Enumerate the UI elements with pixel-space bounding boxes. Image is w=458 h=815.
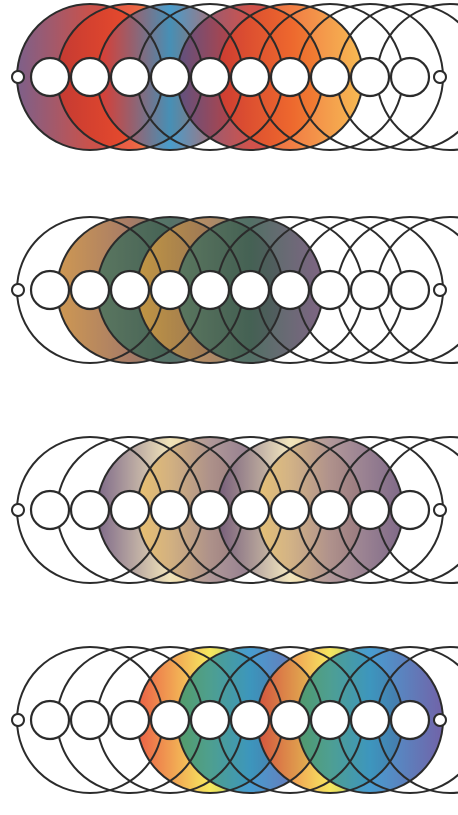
node-circle (311, 701, 349, 739)
node-circle (151, 701, 189, 739)
node-circle (271, 271, 309, 309)
node-circle (231, 271, 269, 309)
node-circle (111, 701, 149, 739)
node-circle (71, 58, 109, 96)
end-dot-right (434, 71, 446, 83)
node-circle (31, 271, 69, 309)
node-circle (351, 271, 389, 309)
node-circle (311, 491, 349, 529)
node-circle (351, 58, 389, 96)
node-circle (71, 701, 109, 739)
node-circle (151, 58, 189, 96)
node-circle (111, 271, 149, 309)
node-circle (351, 491, 389, 529)
node-circle (151, 491, 189, 529)
node-circle (191, 271, 229, 309)
node-circle (231, 491, 269, 529)
node-circle (31, 58, 69, 96)
node-circle (391, 58, 429, 96)
end-dot-left (12, 284, 24, 296)
node-circle (191, 491, 229, 529)
node-circle (31, 701, 69, 739)
node-circle (231, 58, 269, 96)
row-3 (12, 437, 458, 583)
node-circle (311, 58, 349, 96)
node-circle (311, 271, 349, 309)
node-circle (111, 58, 149, 96)
node-circle (271, 491, 309, 529)
node-circle (191, 58, 229, 96)
node-circle (391, 271, 429, 309)
row-1 (12, 4, 458, 150)
node-circle (31, 491, 69, 529)
end-dot-left (12, 714, 24, 726)
node-circle (71, 491, 109, 529)
node-circle (271, 58, 309, 96)
node-circle (191, 701, 229, 739)
end-dot-right (434, 714, 446, 726)
row-4 (12, 647, 458, 793)
node-circle (151, 271, 189, 309)
end-dot-left (12, 504, 24, 516)
node-circle (111, 491, 149, 529)
row-2 (12, 217, 458, 363)
node-circle (271, 701, 309, 739)
node-circle (71, 271, 109, 309)
end-dot-right (434, 284, 446, 296)
node-circle (231, 701, 269, 739)
node-circle (391, 491, 429, 529)
node-circle (351, 701, 389, 739)
end-dot-left (12, 71, 24, 83)
node-circle (391, 701, 429, 739)
end-dot-right (434, 504, 446, 516)
